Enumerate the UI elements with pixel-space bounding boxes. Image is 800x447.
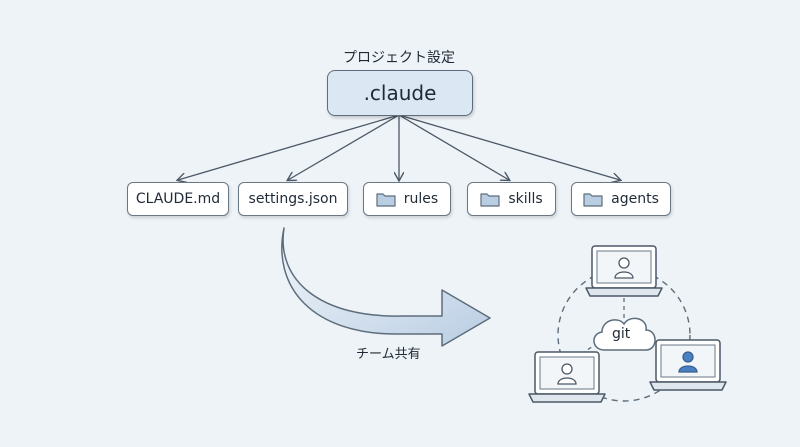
node-claude-md: CLAUDE.md	[127, 182, 229, 216]
node-rules: rules	[363, 182, 451, 216]
share-label: チーム共有	[356, 347, 421, 362]
laptop-left	[528, 351, 606, 403]
folder-icon	[376, 193, 396, 207]
node-label: rules	[403, 191, 439, 207]
node-agents: agents	[571, 182, 671, 216]
root-label: .claude	[363, 81, 437, 105]
git-cloud-icon	[593, 317, 656, 351]
folder-icon	[480, 193, 500, 207]
node-label: skills	[508, 191, 543, 207]
node-label: settings.json	[248, 191, 338, 207]
root-caption: プロジェクト設定	[343, 50, 455, 66]
node-settings-json: settings.json	[238, 182, 348, 216]
git-label: git	[612, 326, 631, 342]
connector-skills	[398, 114, 509, 180]
root-node-claude: .claude	[327, 70, 473, 116]
node-skills: skills	[467, 182, 556, 216]
laptop-top	[585, 245, 663, 297]
connector-claude-md	[178, 114, 400, 180]
laptop-right	[649, 339, 727, 391]
folder-icon	[583, 193, 603, 207]
node-label: CLAUDE.md	[135, 191, 221, 207]
connector-agents	[398, 114, 620, 180]
tree-connectors	[178, 114, 620, 180]
node-label: agents	[611, 191, 659, 207]
share-arrow	[281, 227, 491, 347]
connector-settings-json	[288, 114, 400, 180]
